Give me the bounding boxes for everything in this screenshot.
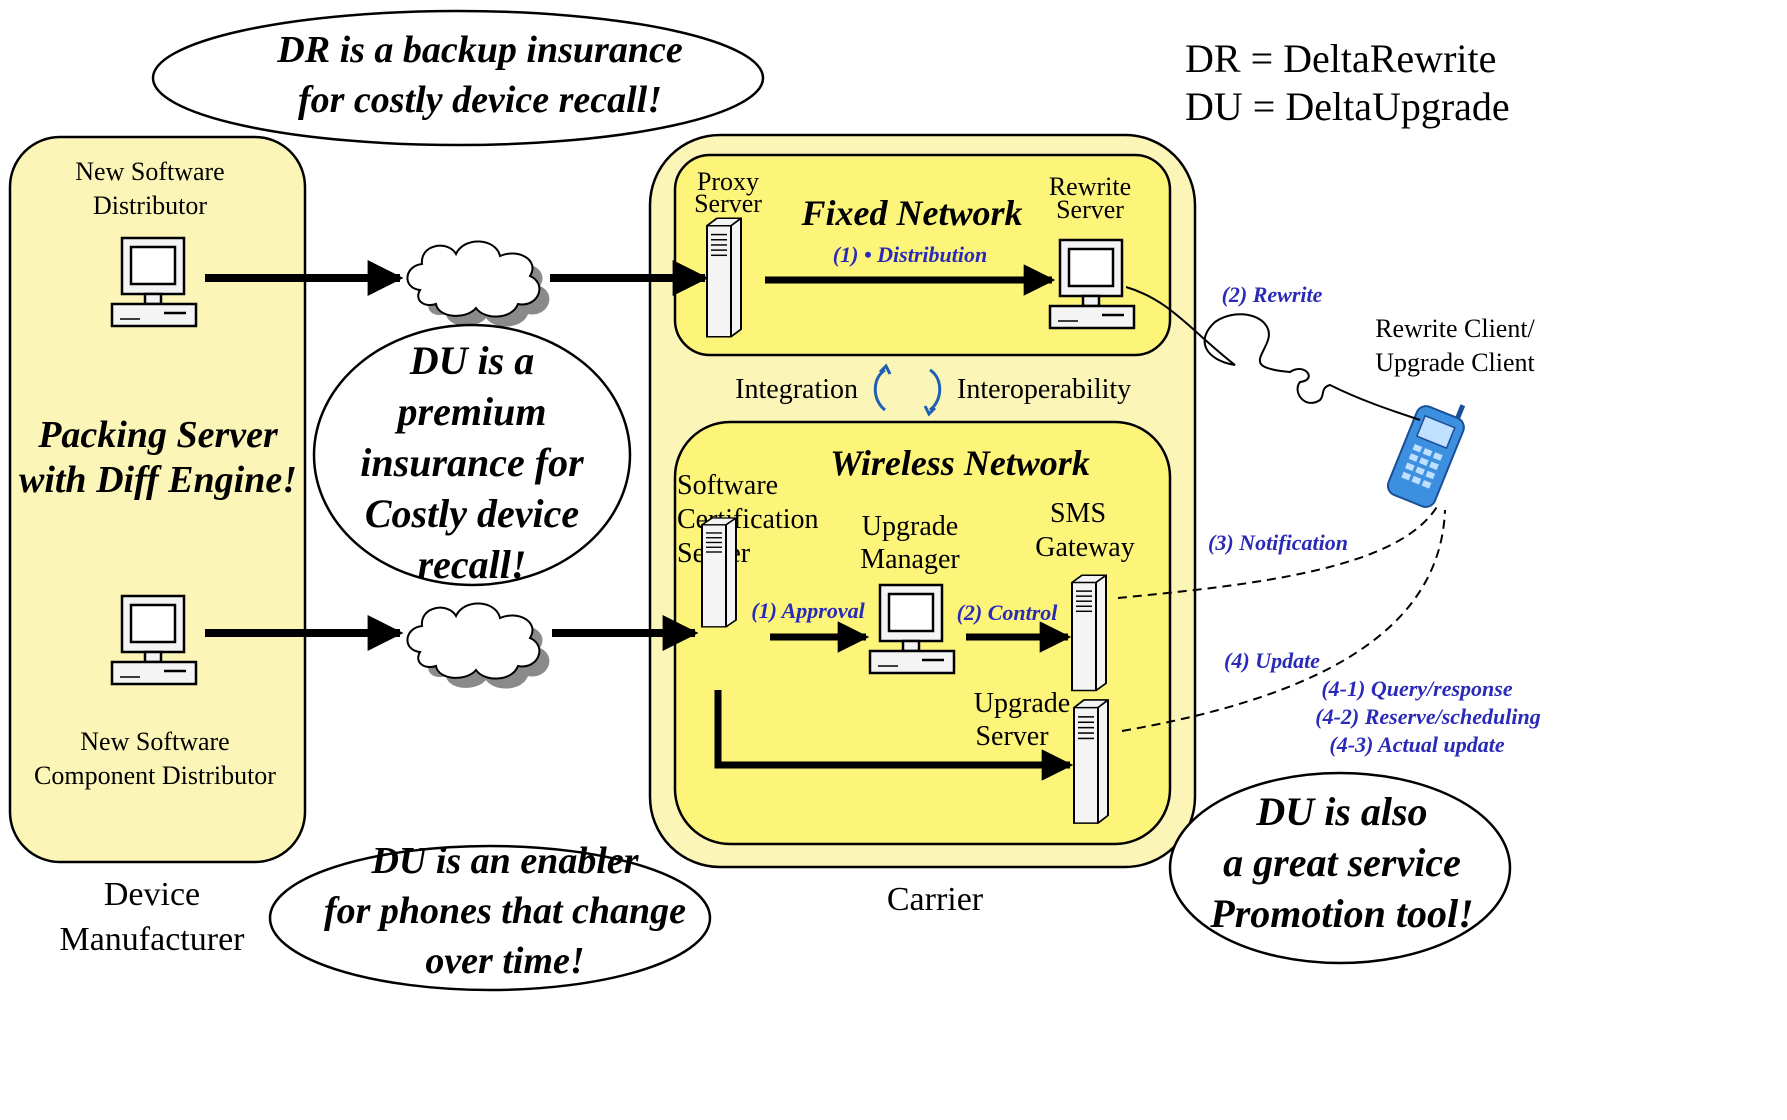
upgrade-server-label-line2: Server: [975, 721, 1049, 752]
callout-du-premium-line4: Costly device: [365, 491, 579, 536]
new-sw-distributor-line2: Distributor: [93, 191, 207, 220]
rewrite-server-label-line2: Server: [1056, 195, 1124, 224]
upgrade-server-tower-icon: [1073, 698, 1109, 825]
packing-server-line2: with Diff Engine!: [19, 459, 297, 501]
sms-gateway-label-line2: Gateway: [1035, 532, 1135, 563]
component-distributor-line1: New Software: [80, 727, 229, 756]
interoperability-label: Interoperability: [957, 374, 1131, 405]
component-distributor-line2: Component Distributor: [34, 761, 276, 790]
integration-label: Integration: [735, 374, 858, 405]
callout-du-enabler-line1: DU is an enabler: [370, 840, 639, 882]
rewrite-label: (2) Rewrite: [1222, 282, 1323, 307]
proxy-server-tower-icon: [706, 217, 742, 338]
sync-arrows-icon: [873, 363, 942, 417]
manufacturer-panel: [8, 135, 307, 864]
callout-du-enabler-line3: over time!: [425, 940, 584, 982]
callout-du-premium-line5: recall!: [418, 542, 527, 587]
arrow-cert-to-upgrade-server: [714, 690, 1074, 781]
upgrade-manager-computer-icon: [868, 583, 956, 675]
cert-server-label-line1: Software: [677, 470, 778, 501]
callout-dr-backup-line1: DR is a backup insurance: [276, 29, 683, 71]
callout-du-premium-bubble: [312, 323, 632, 587]
mobile-phone-icon: [1386, 404, 1466, 508]
legend-dr: DR = DeltaRewrite: [1185, 36, 1496, 81]
callout-dr-backup-bubble: [151, 9, 765, 147]
update-step-2: (4-2) Reserve/scheduling: [1315, 704, 1540, 729]
fixed-network-panel: [673, 153, 1172, 357]
approval-label: (1) Approval: [751, 598, 865, 623]
notification-dashed-line: [1117, 504, 1439, 599]
internet-cloud-icon-bottom: [406, 602, 551, 690]
rewrite-server-label-line1: Rewrite: [1049, 172, 1131, 201]
callout-du-promotion-line3: Promotion tool!: [1209, 891, 1473, 936]
device-manufacturer-caption-line1: Device: [104, 876, 200, 913]
update-step-1: (4-1) Query/response: [1321, 676, 1512, 701]
rewrite-server-computer-icon: [1048, 238, 1136, 330]
update-label: (4) Update: [1224, 648, 1320, 673]
callout-du-premium-line2: premium: [395, 389, 547, 434]
cert-server-tower-icon: [701, 517, 737, 628]
update-step-3: (4-3) Actual update: [1329, 732, 1504, 757]
cert-server-label-line2: Certification: [677, 504, 819, 535]
upgrade-server-label-line1: Upgrade: [974, 688, 1070, 719]
upgrade-manager-label-line2: Manager: [860, 544, 960, 575]
distribution-label: (1) • Distribution: [833, 242, 987, 267]
carrier-caption: Carrier: [887, 881, 984, 918]
device-manufacturer-caption-line2: Manufacturer: [59, 921, 245, 958]
legend-du: DU = DeltaUpgrade: [1185, 84, 1510, 129]
fixed-network-title: Fixed Network: [801, 193, 1023, 233]
control-label: (2) Control: [957, 600, 1059, 625]
sms-gateway-label-line1: SMS: [1050, 498, 1106, 529]
sms-gateway-tower-icon: [1071, 574, 1107, 692]
new-sw-distributor-line1: New Software: [75, 157, 224, 186]
internet-cloud-icon-top: [406, 240, 551, 328]
upgrade-manager-label-line1: Upgrade: [862, 511, 958, 542]
callout-du-enabler-bubble: [268, 844, 712, 992]
distributor-computer-icon: [110, 236, 198, 328]
wireless-network-title: Wireless Network: [830, 443, 1090, 483]
rewrite-cable-line: [1125, 286, 1421, 421]
client-label-line2: Upgrade Client: [1375, 348, 1535, 377]
callout-du-promotion-line2: a great service: [1223, 840, 1461, 885]
callout-dr-backup-line2: for costly device recall!: [298, 79, 662, 121]
callout-du-enabler-line2: for phones that change: [324, 890, 686, 932]
packing-server-line1: Packing Server: [37, 414, 279, 456]
callout-du-premium-line1: DU is a: [409, 338, 534, 383]
client-label-line1: Rewrite Client/: [1375, 314, 1535, 343]
callout-du-promotion-bubble: [1168, 771, 1512, 965]
component-distributor-computer-icon: [110, 594, 198, 686]
callout-du-promotion-line1: DU is also: [1255, 789, 1427, 834]
proxy-server-label-line2: Server: [694, 189, 762, 218]
notification-label: (3) Notification: [1208, 530, 1348, 555]
callout-du-premium-line3: insurance for: [360, 440, 584, 485]
proxy-server-label-line1: Proxy: [697, 167, 759, 196]
